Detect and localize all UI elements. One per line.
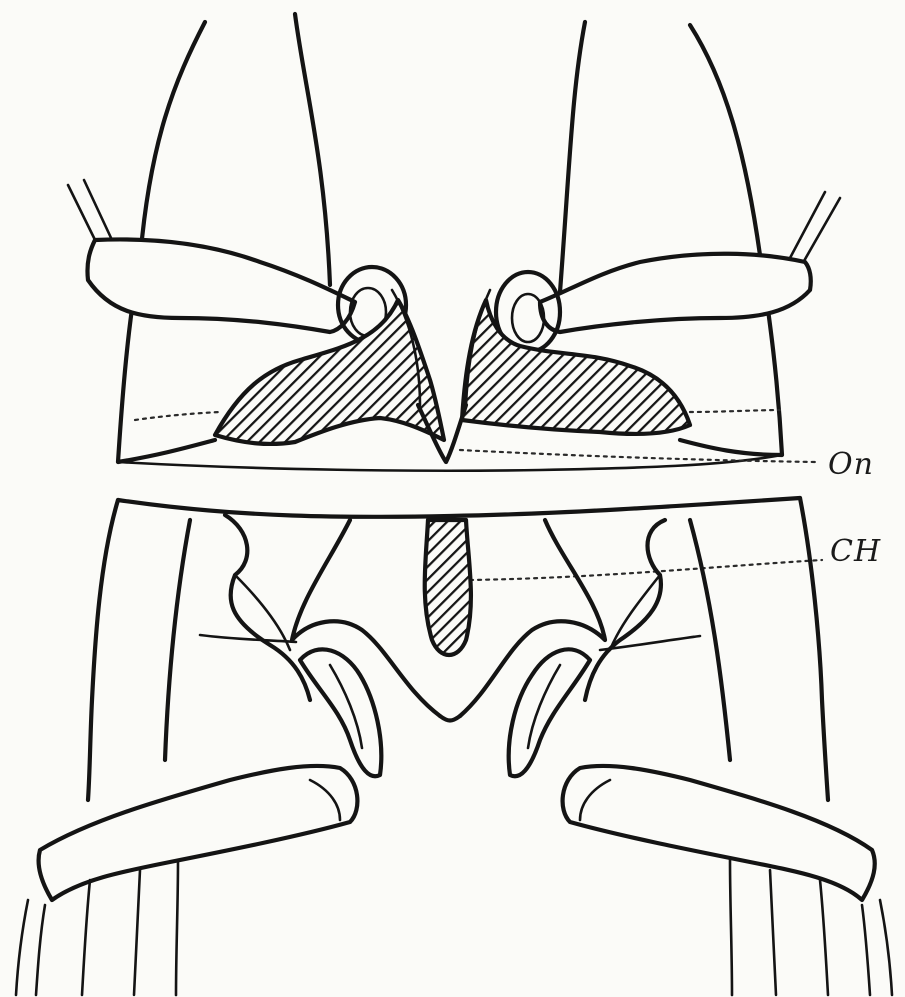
central-hatched-drop: [425, 520, 471, 655]
lower-right-inner-bone: [690, 520, 730, 760]
dotted-line-on-right: [690, 410, 780, 412]
lower-left-inner-bone: [165, 520, 190, 760]
label-on: On: [828, 447, 874, 482]
upper-left-inner-bone: [295, 14, 330, 285]
left-process: [300, 649, 381, 776]
left-rod: [87, 239, 355, 332]
lower-left-crossbar: [200, 635, 296, 642]
upper-right-outer-bone: [690, 25, 760, 255]
upper-right-inner-bone: [560, 22, 585, 292]
dotted-line-on-left: [135, 412, 220, 420]
leader-line-ch: [470, 560, 822, 580]
label-ch: CH: [830, 534, 881, 569]
lower-right-outer-bone: [800, 498, 828, 800]
center-bottom-join: [440, 716, 460, 721]
lower-left-lobe: [225, 515, 310, 700]
left-rod-tip-lines: [68, 180, 112, 246]
right-rod-tip-lines: [790, 192, 840, 268]
lower-left-outer-bone: [88, 500, 118, 800]
upper-left-outer-bone: [140, 22, 205, 260]
lower-plate-top: [118, 498, 800, 517]
lower-left-rod: [39, 766, 358, 900]
right-process: [509, 649, 590, 776]
lower-right-flange: [460, 520, 605, 716]
right-ear-inner: [512, 294, 544, 342]
